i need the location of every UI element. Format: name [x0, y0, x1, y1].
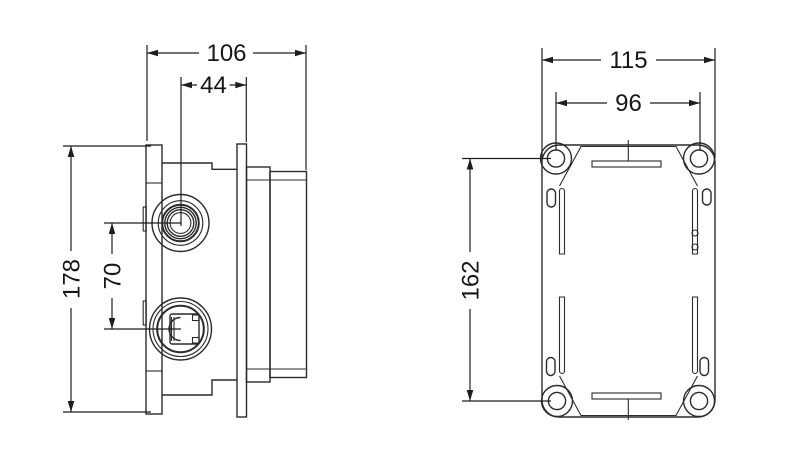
dimension-162: 162 — [458, 157, 551, 402]
arrowhead-right — [689, 99, 700, 107]
dim-label-70: 70 — [100, 263, 127, 290]
dimension-44: 44 — [180, 72, 247, 226]
cartridge-notch-top — [191, 314, 200, 322]
arrowhead-right — [704, 56, 715, 64]
side-rail-left-upper — [558, 187, 566, 255]
side-rail-right-lower — [691, 296, 699, 375]
dimension-96: 96 — [555, 90, 701, 151]
front-slab — [145, 144, 163, 415]
side-view: 106 44 178 70 — [59, 40, 308, 418]
edge-nub-lower — [142, 300, 147, 326]
mounting-hole-top-right — [689, 149, 709, 168]
rail-clip-detail-1 — [691, 229, 699, 237]
side-rail-left-lower — [558, 296, 566, 375]
dimension-115: 115 — [541, 47, 716, 158]
dimension-178: 178 — [59, 145, 151, 413]
rear-housing-mid — [245, 166, 271, 383]
body-top-profile — [162, 162, 237, 170]
dim-label-44: 44 — [200, 72, 227, 99]
arrowhead-left — [181, 81, 192, 89]
side-rail-right-upper — [691, 187, 699, 255]
slot-top-left — [546, 188, 557, 208]
rear-housing-back — [269, 170, 308, 379]
cap-bar-bottom — [591, 392, 662, 400]
dim-label-96: 96 — [615, 90, 642, 117]
front-view: 115 96 162 — [458, 47, 716, 420]
box-outline — [541, 144, 716, 418]
arrowhead-down — [466, 390, 474, 401]
rail-clip-detail-2 — [691, 243, 699, 251]
arrowhead-up — [466, 158, 474, 170]
cap-bar-top — [591, 160, 662, 168]
cartridge-notch-bottom — [191, 336, 200, 344]
dim-label-162: 162 — [458, 260, 485, 300]
mounting-lug-top-right — [682, 142, 716, 175]
mounting-hole-bottom-right — [689, 391, 709, 411]
slot-bottom-left — [545, 356, 556, 377]
dimension-106: 106 — [146, 40, 307, 170]
arrowhead-left — [556, 99, 567, 107]
flange-plate — [236, 143, 248, 418]
arrowhead-up — [108, 223, 116, 234]
arrowhead-left — [542, 56, 553, 64]
side-view-body — [142, 143, 308, 418]
slot-top-right — [701, 188, 712, 206]
arrowhead-down — [108, 318, 116, 329]
edge-nub-upper — [142, 206, 147, 232]
dim-label-178: 178 — [59, 259, 86, 299]
arrowhead-down — [67, 401, 75, 412]
arrowhead-left — [147, 49, 158, 57]
slot-bottom-right — [699, 356, 710, 377]
arrowhead-up — [67, 146, 75, 157]
front-view-body — [539, 140, 716, 420]
dim-label-115: 115 — [609, 47, 647, 74]
arrowhead-right — [235, 81, 247, 89]
body-bottom-profile — [162, 379, 237, 396]
dim-label-106: 106 — [206, 40, 246, 67]
dimension-70: 70 — [100, 222, 181, 330]
arrowhead-right — [295, 49, 306, 57]
mounting-lug-bottom-right — [682, 384, 716, 418]
